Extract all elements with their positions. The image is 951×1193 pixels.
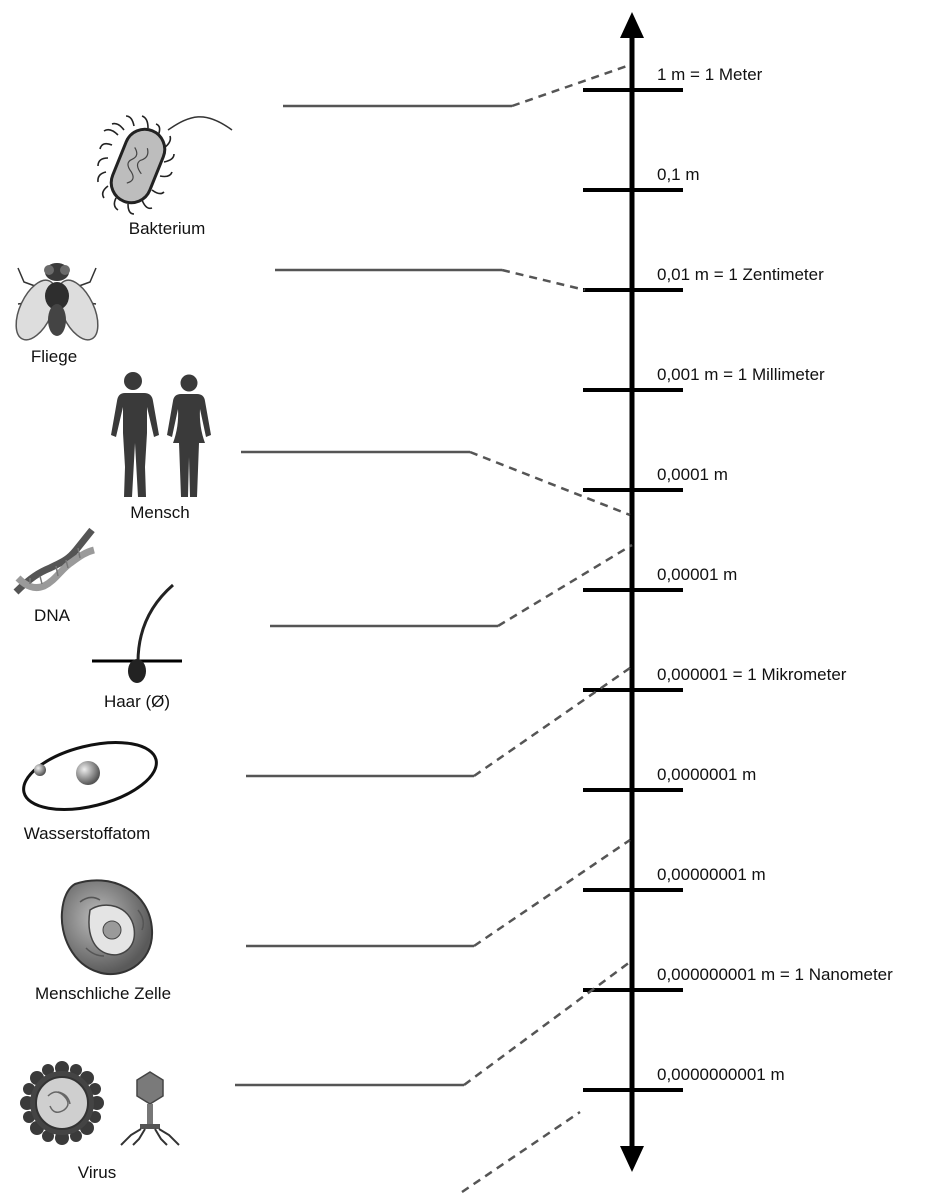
scale-label: 0,00001 m	[657, 565, 737, 584]
scale-label: 0,00000001 m	[657, 865, 766, 884]
label-wasserstoffatom: Wasserstoffatom	[24, 824, 151, 843]
connector-haar	[270, 545, 632, 626]
connector-mensch	[241, 452, 630, 515]
scale-label: 0,0001 m	[657, 465, 728, 484]
scale-labels: 1 m = 1 Meter 0,1 m 0,01 m = 1 Zentimete…	[657, 65, 893, 1084]
bacterium-icon	[98, 116, 232, 214]
label-haar: Haar (Ø)	[104, 692, 170, 711]
scale-label: 0,01 m = 1 Zentimeter	[657, 265, 824, 284]
scale-label: 0,000001 = 1 Mikrometer	[657, 665, 847, 684]
scale-label: 0,0000001 m	[657, 765, 756, 784]
label-mensch: Mensch	[130, 503, 190, 522]
connector-bottom	[462, 1112, 580, 1192]
bacteriophage-icon	[121, 1072, 179, 1145]
human-cell-icon	[62, 880, 152, 974]
human-icon	[111, 372, 211, 497]
virus-icon	[20, 1061, 104, 1145]
connector-fliege	[275, 270, 585, 290]
connector-wasserstoffatom	[246, 668, 630, 776]
label-zelle: Menschliche Zelle	[35, 984, 171, 1003]
axis-arrow-up-icon	[620, 12, 644, 38]
connector-virus	[235, 962, 630, 1085]
label-dna: DNA	[34, 606, 71, 625]
scale-label: 0,0000000001 m	[657, 1065, 785, 1084]
scale-label: 1 m = 1 Meter	[657, 65, 763, 84]
hydrogen-atom-icon	[17, 730, 163, 821]
label-fliege: Fliege	[31, 347, 77, 366]
connector-zelle	[246, 840, 630, 946]
hair-icon	[92, 585, 182, 683]
label-virus: Virus	[78, 1163, 116, 1182]
fly-icon	[8, 263, 106, 346]
axis-arrow-down-icon	[620, 1146, 644, 1172]
scale-label: 0,001 m = 1 Millimeter	[657, 365, 825, 384]
connector-bakterium	[283, 65, 630, 106]
scale-label: 0,1 m	[657, 165, 700, 184]
dna-icon	[16, 530, 94, 592]
scale-label: 0,000000001 m = 1 Nanometer	[657, 965, 893, 984]
label-bakterium: Bakterium	[129, 219, 206, 238]
